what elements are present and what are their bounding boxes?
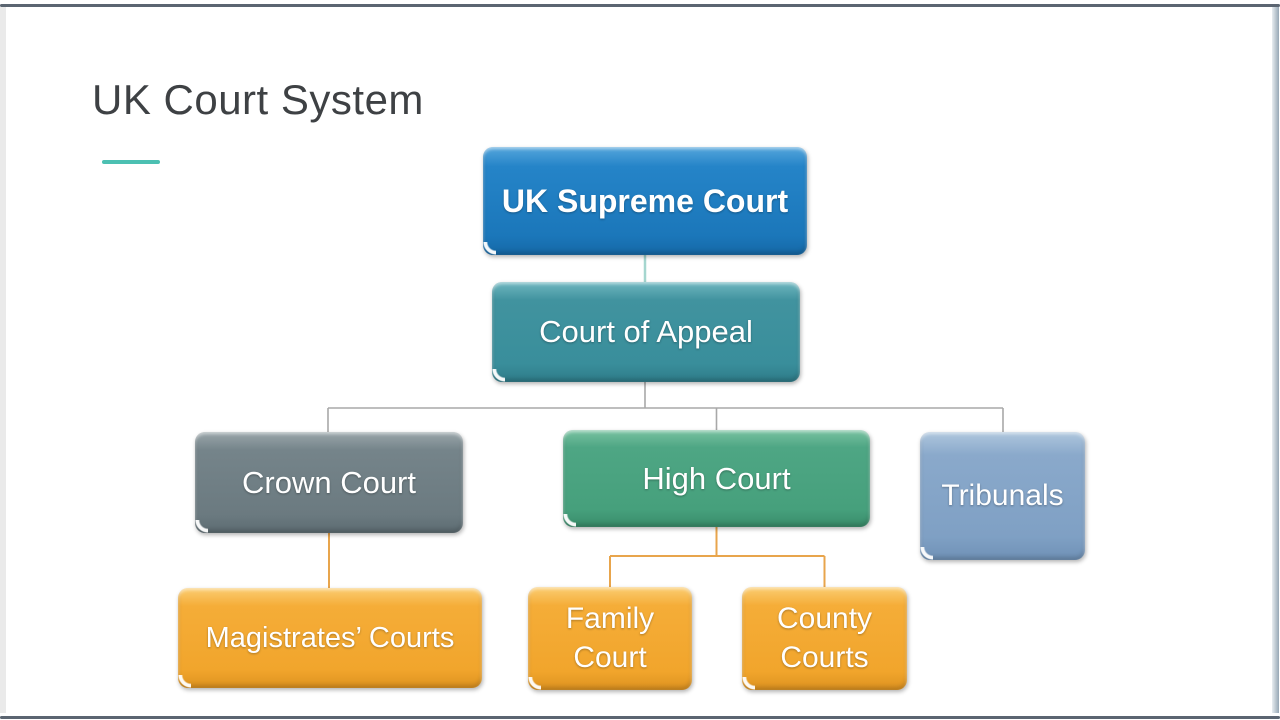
- node-crown-court: Crown Court: [195, 432, 463, 533]
- title-accent-line: [102, 160, 160, 164]
- slide-title: UK Court System: [92, 76, 424, 123]
- node-county-courts: County Courts: [742, 587, 907, 690]
- node-uk-supreme-court: UK Supreme Court: [483, 147, 807, 255]
- node-court-of-appeal: Court of Appeal: [492, 282, 800, 382]
- slide-border-left: [0, 7, 6, 713]
- slide-border-right: [1272, 7, 1279, 713]
- slide-border-bottom: [0, 716, 1280, 719]
- connector-appeal-children: [327, 381, 1004, 433]
- connector-lower-courts: [328, 526, 826, 589]
- node-tribunals: Tribunals: [920, 432, 1085, 560]
- slide-border-top: [0, 4, 1280, 7]
- node-family-court: Family Court: [528, 587, 692, 690]
- node-high-court: High Court: [563, 430, 870, 527]
- node-magistrates-courts: Magistrates’ Courts: [178, 588, 482, 688]
